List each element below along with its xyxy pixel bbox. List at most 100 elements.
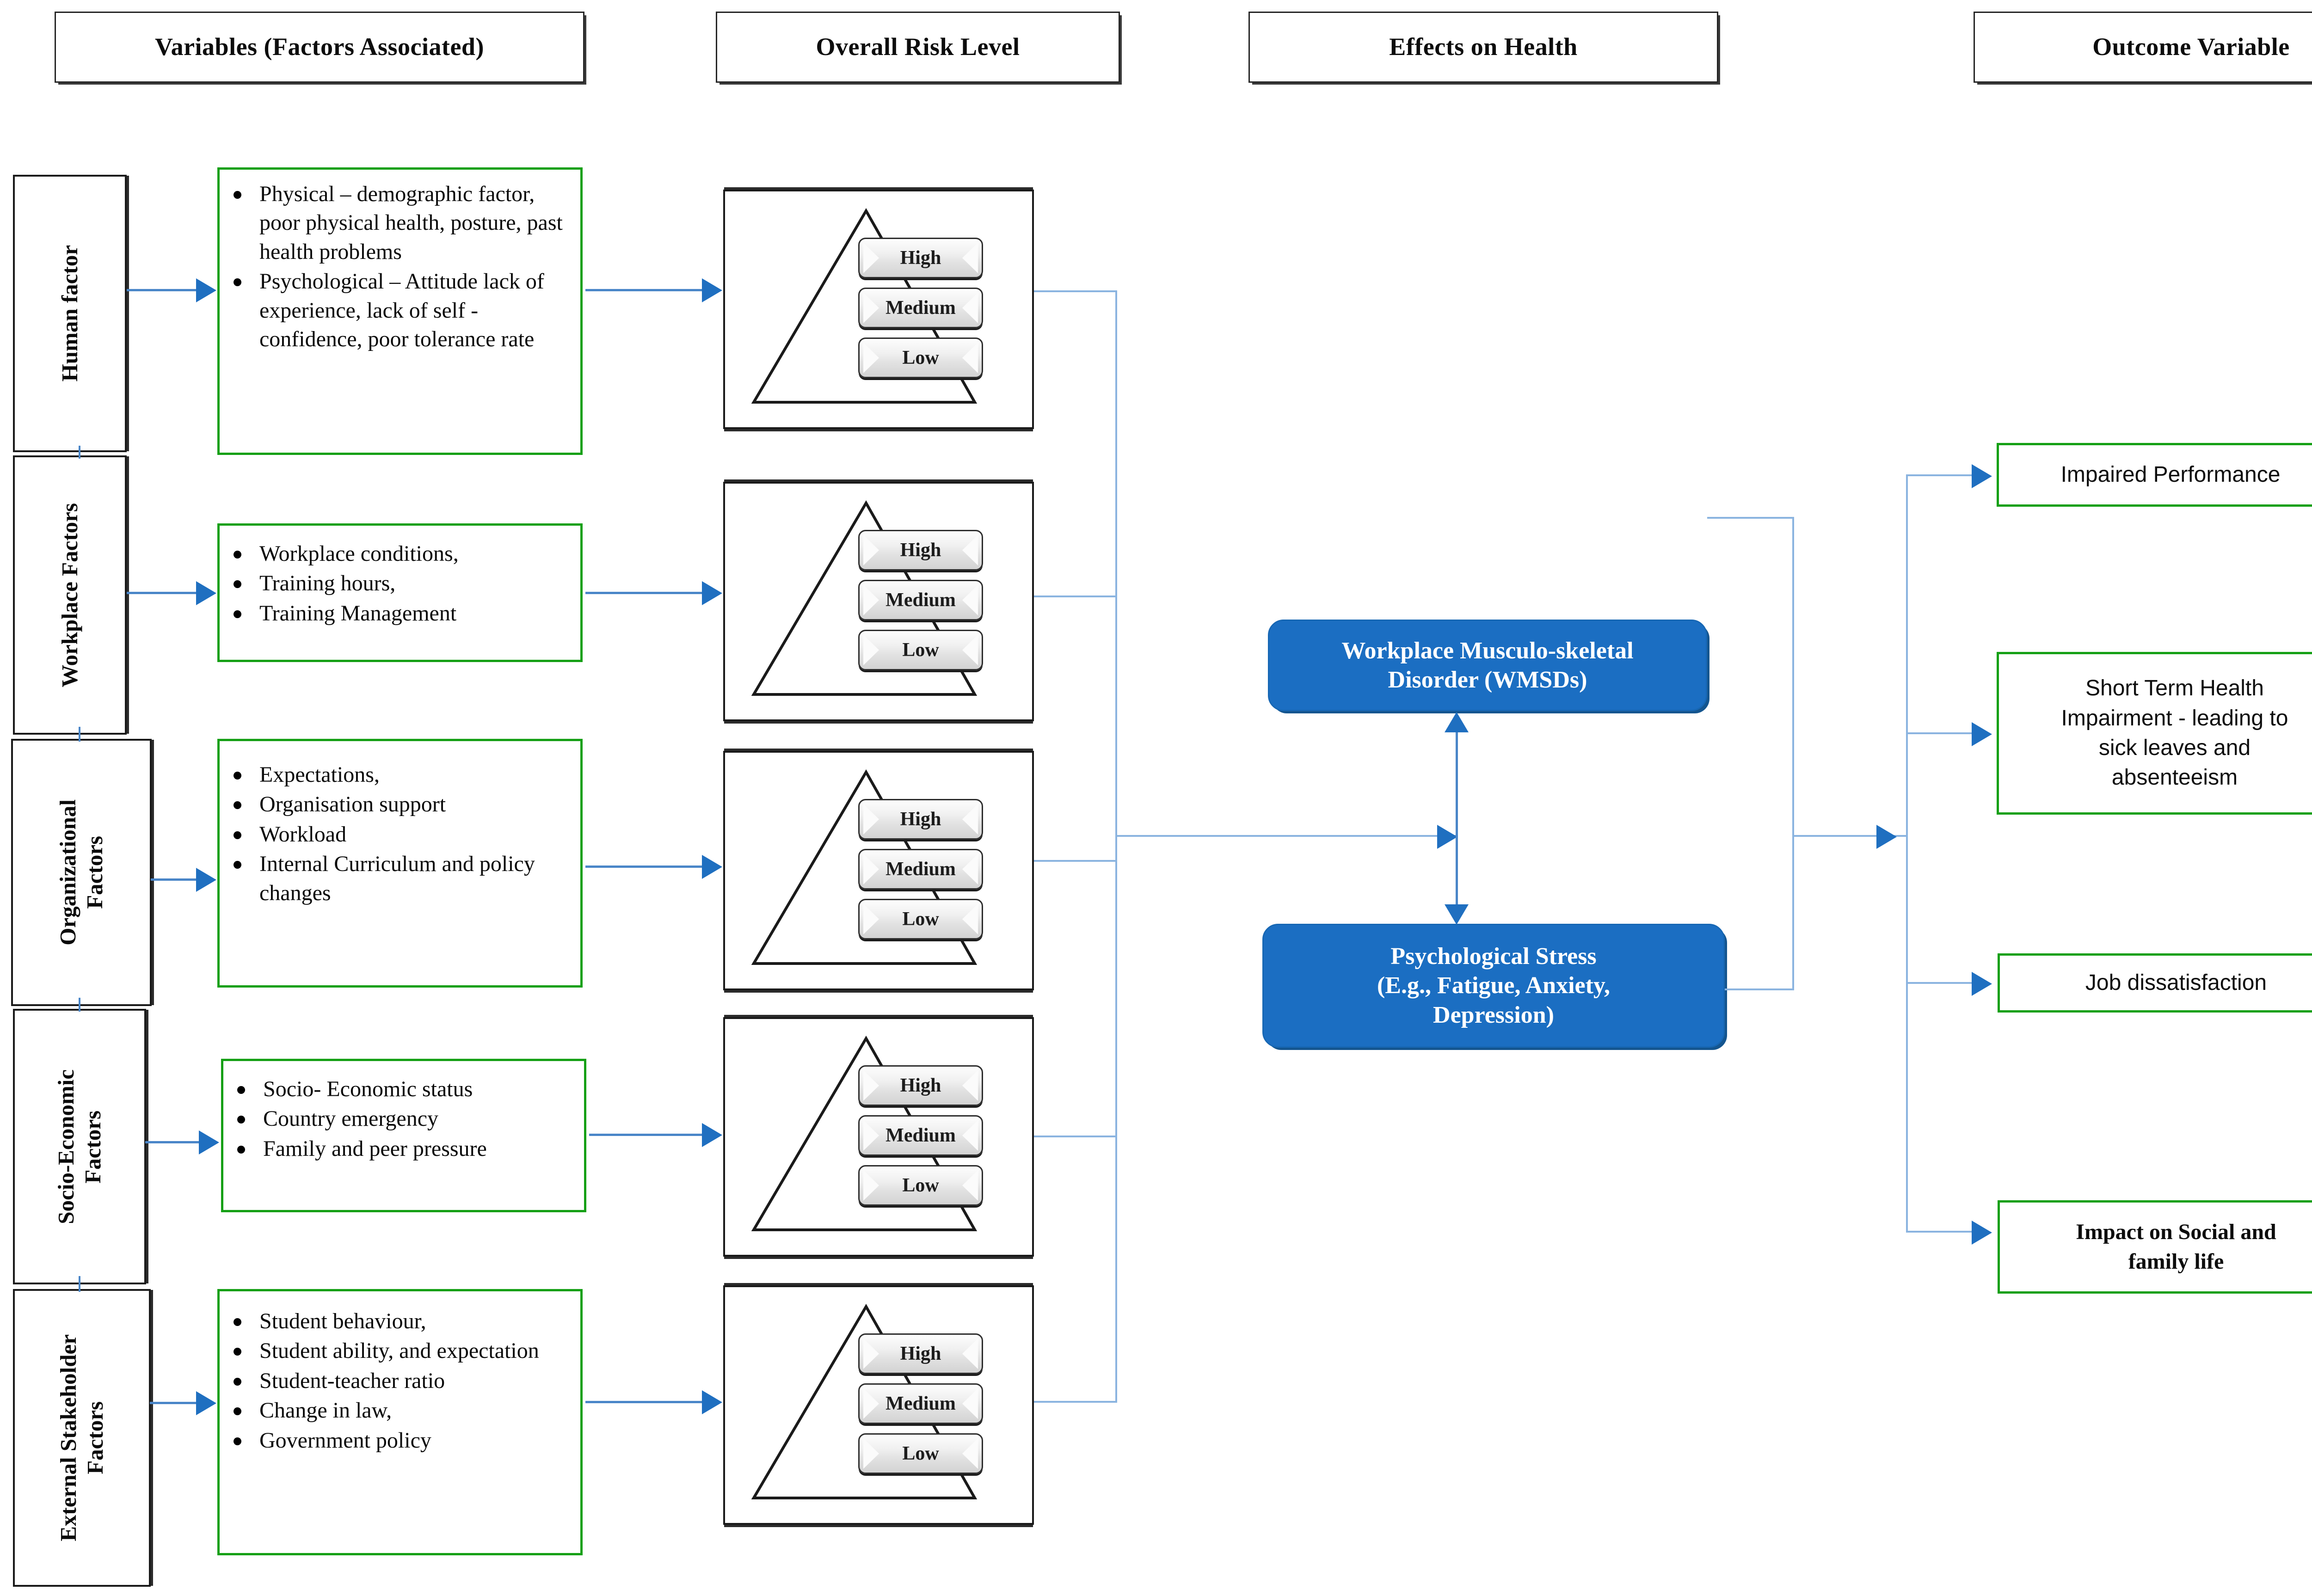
connector-risk-to-bus-4 xyxy=(1034,1136,1117,1137)
category-label-workplace-factors: Workplace Factors xyxy=(57,503,83,688)
arrow-head-icon xyxy=(196,278,216,302)
arrow-head-icon xyxy=(1972,464,1992,488)
bullet-item: Training hours, xyxy=(220,569,572,598)
risk-pyramid-human-factor[interactable]: High Medium Low xyxy=(723,190,1034,429)
bullet-item: Government policy xyxy=(220,1426,572,1455)
arrow-head-icon xyxy=(702,581,722,605)
category-label-external-stakeholder-factors: External Stakeholder Factors xyxy=(55,1334,108,1541)
risk-level-low[interactable]: Low xyxy=(858,899,983,939)
bullet-item: Workload xyxy=(220,820,572,849)
risk-level-low[interactable]: Low xyxy=(858,338,983,378)
wmsds-box[interactable]: Workplace Musculo-skeletal Disorder (WMS… xyxy=(1268,620,1707,711)
risk-level-medium[interactable]: Medium xyxy=(858,1383,983,1424)
arrow-head-icon xyxy=(199,1130,219,1154)
bullet-item: Family and peer pressure xyxy=(223,1135,576,1163)
risk-level-high[interactable]: High xyxy=(858,799,983,840)
connector-detail-to-risk-1 xyxy=(585,289,706,291)
risk-level-low[interactable]: Low xyxy=(858,630,983,670)
connector-bus-to-outcome-2 xyxy=(1906,732,1974,734)
risk-level-medium[interactable]: Medium xyxy=(858,288,983,328)
connector-stress-to-outcome-bus xyxy=(1725,988,1794,990)
category-box-human-factor[interactable]: Human factor xyxy=(13,175,127,452)
connector-bus-to-wmsds xyxy=(1115,835,1457,837)
risk-level-low[interactable]: Low xyxy=(858,1433,983,1474)
bullet-item: Student ability, and expectation xyxy=(220,1337,572,1365)
risk-level-high[interactable]: High xyxy=(858,1065,983,1106)
arrow-head-icon xyxy=(1972,1221,1992,1245)
connector-bus-to-outcome-3 xyxy=(1906,982,1974,984)
bullet-item: Change in law, xyxy=(220,1396,572,1425)
outcome-job-dissatisfaction[interactable]: Job dissatisfaction xyxy=(1998,953,2312,1013)
outcome-impaired-performance[interactable]: Impaired Performance xyxy=(1997,443,2312,507)
category-box-workplace-factors[interactable]: Workplace Factors xyxy=(13,455,127,735)
connector-wmsds-stress-bidirectional xyxy=(1456,729,1458,914)
arrow-head-icon xyxy=(702,855,722,879)
connector-risk-to-bus-3 xyxy=(1034,860,1117,862)
connector-risk-to-bus-5 xyxy=(1034,1401,1117,1403)
bullet-item: Physical – demographic factor, poor phys… xyxy=(220,180,572,266)
connector-detail-to-risk-4 xyxy=(589,1134,706,1136)
risk-level-high[interactable]: High xyxy=(858,1333,983,1374)
arrow-head-icon xyxy=(1972,722,1992,746)
bullet-item: Expectations, xyxy=(220,761,572,789)
arrow-head-icon xyxy=(702,278,722,302)
risk-level-high[interactable]: High xyxy=(858,238,983,278)
factor-detail-box-human[interactable]: Physical – demographic factor, poor phys… xyxy=(217,167,583,455)
outcome-merge-vertical xyxy=(1792,517,1794,990)
factor-detail-box-organizational[interactable]: Expectations, Organisation support Workl… xyxy=(217,739,583,988)
risk-pyramid-workplace-factors[interactable]: High Medium Low xyxy=(723,482,1034,721)
category-link-2 xyxy=(79,727,80,742)
arrow-head-icon xyxy=(196,868,216,892)
category-label-socio-economic-factors: Socio-Economic Factors xyxy=(53,1069,105,1224)
outcome-impact-social-family-life[interactable]: Impact on Social and family life xyxy=(1998,1200,2312,1294)
risk-pyramid-socio-economic-factors[interactable]: High Medium Low xyxy=(723,1017,1034,1257)
header-effects-on-health: Effects on Health xyxy=(1248,12,1718,83)
connector-category-to-detail-3 xyxy=(151,878,199,881)
risk-level-medium[interactable]: Medium xyxy=(858,849,983,890)
connector-category-to-detail-5 xyxy=(150,1402,200,1404)
category-link-4 xyxy=(79,1276,80,1292)
risk-level-low[interactable]: Low xyxy=(858,1165,983,1206)
category-box-organizational-factors[interactable]: Organizational Factors xyxy=(11,739,152,1006)
arrow-head-icon xyxy=(702,1123,722,1147)
header-variables: Variables (Factors Associated) xyxy=(55,12,584,83)
risk-pyramid-external-stakeholder-factors[interactable]: High Medium Low xyxy=(723,1285,1034,1525)
connector-detail-to-risk-5 xyxy=(585,1401,706,1403)
bullet-item: Country emergency xyxy=(223,1105,576,1133)
bullet-item: Socio- Economic status xyxy=(223,1075,576,1104)
factor-detail-box-external-stakeholder[interactable]: Student behaviour, Student ability, and … xyxy=(217,1289,583,1555)
arrow-head-icon xyxy=(1437,825,1457,849)
arrow-head-down-icon xyxy=(1445,904,1469,925)
risk-level-medium[interactable]: Medium xyxy=(858,1115,983,1156)
risk-level-high[interactable]: High xyxy=(858,530,983,571)
risk-pyramid-organizational-factors[interactable]: High Medium Low xyxy=(723,751,1034,990)
connector-outcome-merge-to-bus xyxy=(1792,835,1908,837)
bullet-item: Training Management xyxy=(220,599,572,628)
arrow-head-icon xyxy=(196,581,216,605)
arrow-head-icon xyxy=(702,1390,722,1414)
connector-risk-to-bus-2 xyxy=(1034,595,1117,597)
connector-wmsds-to-outcome-bus xyxy=(1707,517,1794,519)
psychological-stress-box[interactable]: Psychological Stress (E.g., Fatigue, Anx… xyxy=(1262,924,1725,1048)
arrow-head-up-icon xyxy=(1445,712,1469,732)
category-box-external-stakeholder-factors[interactable]: External Stakeholder Factors xyxy=(13,1289,151,1587)
connector-detail-to-risk-3 xyxy=(585,866,706,868)
bullet-item: Workplace conditions, xyxy=(220,540,572,568)
connector-risk-to-bus-1 xyxy=(1034,290,1117,292)
risk-level-medium[interactable]: Medium xyxy=(858,580,983,620)
outcome-short-term-health-impairment[interactable]: Short Term Health Impairment - leading t… xyxy=(1997,652,2312,815)
category-link-3 xyxy=(79,998,80,1012)
bullet-item: Organisation support xyxy=(220,790,572,819)
arrow-head-icon xyxy=(1972,972,1992,996)
bullet-item: Student-teacher ratio xyxy=(220,1367,572,1395)
factor-detail-box-workplace[interactable]: Workplace conditions, Training hours, Tr… xyxy=(217,523,583,662)
connector-bus-to-outcome-1 xyxy=(1906,474,1974,476)
header-overall-risk-level: Overall Risk Level xyxy=(716,12,1120,83)
factor-detail-box-socio-economic[interactable]: Socio- Economic status Country emergency… xyxy=(221,1059,586,1212)
connector-category-to-detail-1 xyxy=(127,289,198,291)
category-box-socio-economic-factors[interactable]: Socio-Economic Factors xyxy=(13,1009,146,1284)
arrow-head-icon xyxy=(1876,825,1897,849)
category-label-organizational-factors: Organizational Factors xyxy=(55,799,107,945)
connector-bus-to-outcome-4 xyxy=(1906,1231,1974,1233)
